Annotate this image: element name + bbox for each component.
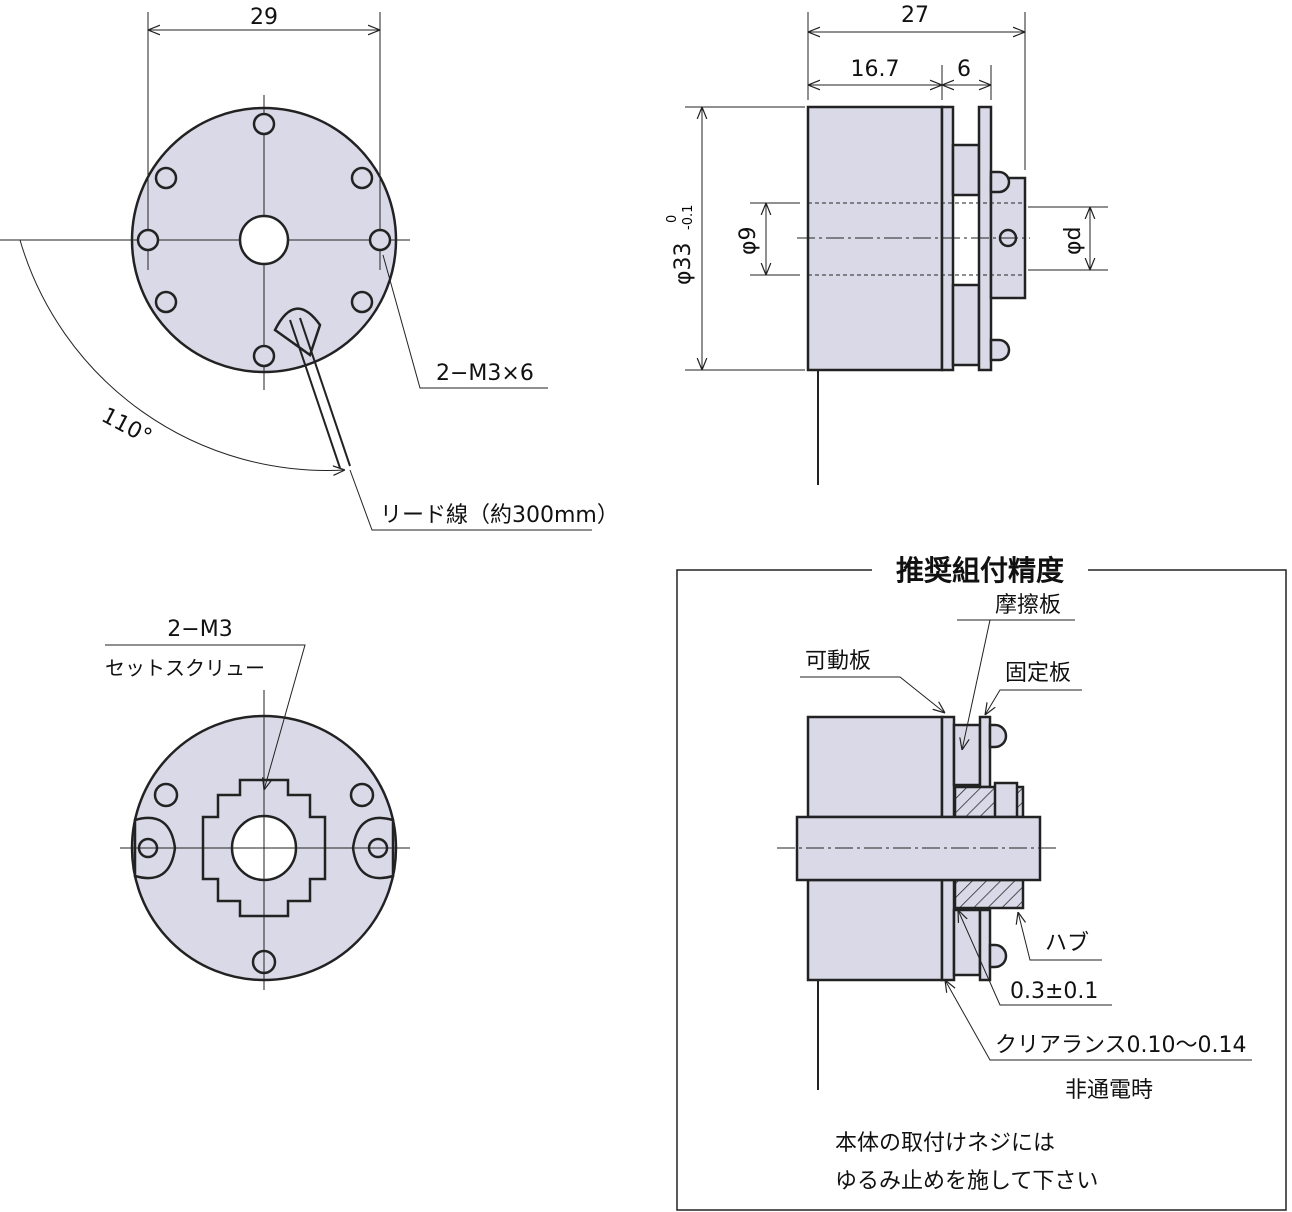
- dim-bore: φ9: [736, 226, 761, 255]
- mounting-holes: [136, 112, 392, 368]
- lead-label: リード線（約300mm）: [380, 503, 619, 528]
- movable-plate-label: 可動板: [805, 649, 871, 674]
- note-line2: ゆるみ止めを施して下さい: [835, 1169, 1098, 1194]
- note-line1: 本体の取付けネジには: [835, 1131, 1055, 1156]
- tol-upper: 0: [665, 215, 680, 223]
- tol-lower: -0.1: [681, 205, 696, 230]
- fixed-plate-label: 固定板: [1005, 661, 1071, 686]
- dim-body: 16.7: [851, 57, 900, 82]
- friction-plate-label: 摩擦板: [995, 593, 1061, 618]
- side-view: 27 16.7 6 φ33 0 -0.1 φ9 φd: [665, 3, 1108, 485]
- assembly-title: 推奨組付精度: [896, 554, 1064, 587]
- dim-total: 27: [901, 3, 929, 28]
- clearance-label: クリアランス0.10〜0.14: [995, 1033, 1247, 1058]
- dim-width: 29: [250, 5, 278, 30]
- hub-screw-name: セットスクリュー: [105, 656, 265, 680]
- assembly-panel: 推奨組付精度 摩擦板 可動板 固定板 ハブ 0.3±0.1 クリアランス0.10…: [676, 554, 1287, 1211]
- hub-label: ハブ: [1045, 931, 1089, 956]
- hub-screw-label: 2−M3: [167, 617, 232, 642]
- dim-plate: 6: [957, 57, 971, 82]
- screw-label: 2−M3×6: [436, 361, 534, 386]
- front-view: 29 110° 2−M3×6 リード線（約300mm）: [0, 5, 619, 531]
- hub-view: 2−M3 セットスクリュー: [105, 617, 410, 990]
- gap-label: 0.3±0.1: [1010, 979, 1098, 1004]
- dim-diameter: φ33: [671, 242, 696, 285]
- angle-label: 110°: [97, 403, 156, 450]
- dim-shaft: φd: [1061, 227, 1086, 255]
- condition-label: 非通電時: [1065, 1078, 1153, 1103]
